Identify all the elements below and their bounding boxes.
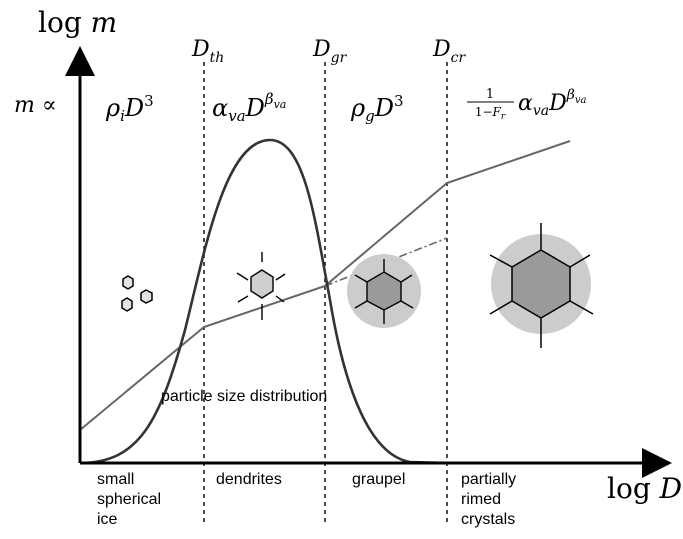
formula-ice: ρiD3 <box>105 92 154 125</box>
x-axis-label: log D <box>607 472 682 505</box>
regime-label-ice: small spherical ice <box>97 471 165 528</box>
psd-label: particle size distribution <box>161 388 327 405</box>
threshold-label-gr: Dgr <box>312 37 348 66</box>
dendrite-crystal-icon <box>236 252 286 320</box>
regime-label-dendrites: dendrites <box>216 471 282 488</box>
small-ice-hexagons <box>121 275 153 312</box>
threshold-label-th: Dth <box>191 37 224 66</box>
rimed-crystal-icon <box>489 223 594 348</box>
svg-text:1: 1 <box>486 87 494 102</box>
graupel-particle-icon <box>347 254 421 328</box>
svg-text:1−Fr: 1−Fr <box>475 105 506 122</box>
formula-graupel: ρgD3 <box>350 92 404 125</box>
small-hexagon-icon <box>140 289 153 304</box>
threshold-label-cr: Dcr <box>432 37 466 66</box>
formula-rimed: 1 1−Fr αvaDβva <box>467 87 587 122</box>
y-axis-label: log m <box>38 6 117 39</box>
regime-label-graupel: graupel <box>352 471 405 488</box>
formula-dendrites: αvaDβva <box>212 90 286 125</box>
small-hexagon-icon <box>121 297 133 312</box>
small-hexagon-icon <box>122 275 134 290</box>
regime-label-rimed: partially rimed crystals <box>461 471 521 528</box>
psd-curve <box>79 138 451 465</box>
y-prefix: m ∝ <box>14 93 57 118</box>
svg-text:αvaDβva: αvaDβva <box>518 87 587 119</box>
